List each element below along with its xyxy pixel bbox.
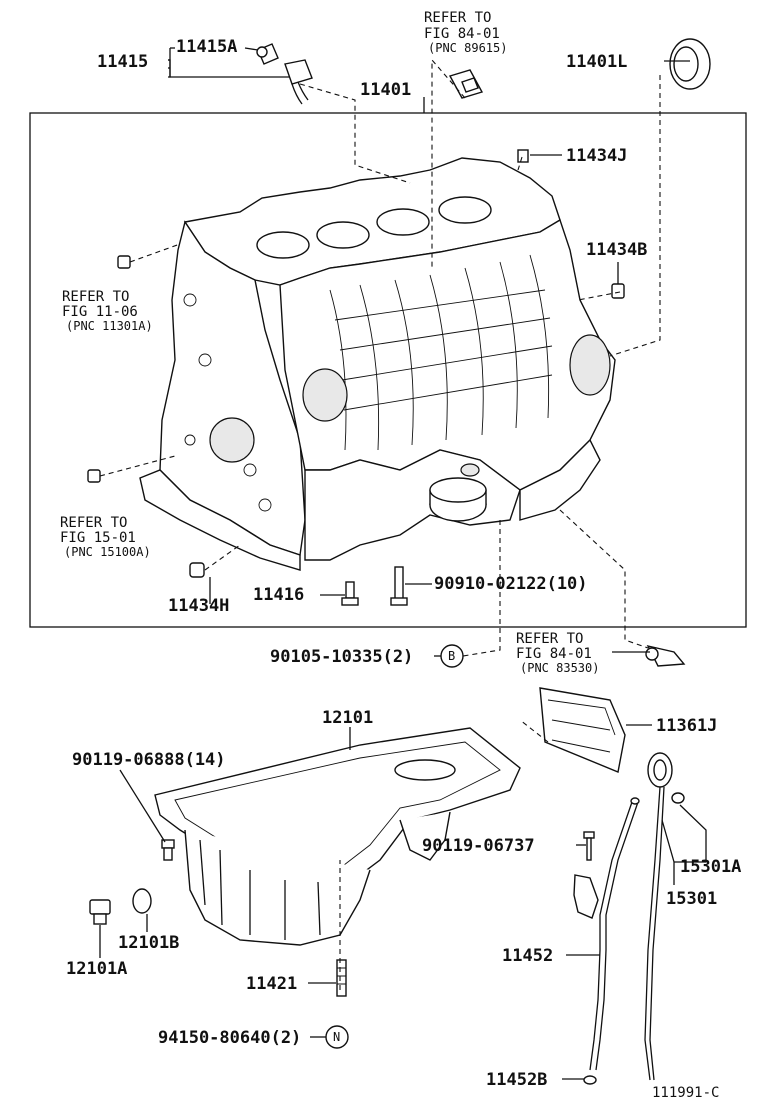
label-12101: 12101 <box>322 708 373 728</box>
part-11416-bolt <box>341 581 359 606</box>
label-refer-fig11-2: FIG 11-06 <box>62 304 138 320</box>
part-11415-fitting <box>284 59 313 105</box>
label-11401L: 11401L <box>566 52 627 72</box>
part-12101A-plug <box>89 899 111 925</box>
part-11401L-seal <box>669 38 711 90</box>
label-90119-06888: 90119-06888(14) <box>72 750 226 770</box>
label-94150: 94150-80640(2) <box>158 1028 301 1048</box>
label-refer-fig11-1: REFER TO <box>62 289 129 305</box>
part-11421-stud <box>336 959 347 997</box>
part-11361J-baffle <box>539 687 626 773</box>
label-11415A: 11415A <box>176 37 237 57</box>
label-90910: 90910-02122(10) <box>434 574 588 594</box>
part-15301-dipstick <box>644 752 673 1081</box>
oil-pan <box>154 727 521 946</box>
part-90119-06888-bolt <box>161 839 175 861</box>
part-11415A-bolt <box>256 43 279 65</box>
label-refer-fig15-1: REFER TO <box>60 515 127 531</box>
part-11452B-oring <box>583 1075 597 1085</box>
part-90910-stud <box>390 566 408 606</box>
label-refer-fig15-2: FIG 15-01 <box>60 530 136 546</box>
label-12101A: 12101A <box>66 959 127 979</box>
label-11452B: 11452B <box>486 1070 547 1090</box>
label-15301A: 15301A <box>680 857 741 877</box>
label-11434H: 11434H <box>168 596 229 616</box>
label-refer-fig15-3: (PNC 15100A) <box>64 545 151 559</box>
label-refer-fig84-top-1: REFER TO <box>424 10 491 26</box>
label-12101B: 12101B <box>118 933 179 953</box>
label-90119-06737: 90119-06737 <box>422 836 535 856</box>
label-refer-fig84-mid-2: FIG 84-01 <box>516 646 592 662</box>
marker-b-circle <box>440 644 464 668</box>
label-15301: 15301 <box>666 889 717 909</box>
cylinder-block <box>139 157 616 571</box>
label-11415: 11415 <box>97 52 148 72</box>
label-11434B: 11434B <box>586 240 647 260</box>
sensor-83530 <box>645 644 686 667</box>
label-refer-fig84-top-2: FIG 84-01 <box>424 26 500 42</box>
label-circle-b: B <box>448 649 455 663</box>
part-11434B-pin <box>611 283 625 299</box>
label-11361J: 11361J <box>656 716 717 736</box>
part-90119-06737-bolt <box>583 831 595 861</box>
part-12101B-washer <box>132 888 152 914</box>
part-11434H-plug <box>189 562 205 578</box>
marker-n-circle <box>325 1025 349 1049</box>
label-11421: 11421 <box>246 974 297 994</box>
part-15301A-oring <box>671 792 685 804</box>
label-11401: 11401 <box>360 80 411 100</box>
pin-fig11 <box>117 255 131 269</box>
label-refer-fig11-3: (PNC 11301A) <box>66 319 153 333</box>
block-group-frame <box>29 112 747 628</box>
labels: 11415 11415A REFER TO FIG 84-01 (PNC 896… <box>60 10 741 1101</box>
leader-lines <box>99 47 707 1080</box>
label-11416: 11416 <box>253 585 304 605</box>
part-11452-guide <box>573 797 640 1071</box>
label-figure-id: 111991-C <box>652 1085 719 1101</box>
label-refer-fig84-mid-1: REFER TO <box>516 631 583 647</box>
label-circle-n: N <box>333 1030 340 1044</box>
label-11434J: 11434J <box>566 146 627 166</box>
assembly-dashed-lines <box>99 58 661 990</box>
pin-fig15 <box>87 469 101 483</box>
label-90105: 90105-10335(2) <box>270 647 413 667</box>
part-11434J-plug <box>517 149 529 163</box>
label-refer-fig84-mid-3: (PNC 83530) <box>520 661 599 675</box>
label-11452: 11452 <box>502 946 553 966</box>
oil-pressure-switch-top <box>448 69 484 99</box>
label-refer-fig84-top-3: (PNC 89615) <box>428 41 507 55</box>
